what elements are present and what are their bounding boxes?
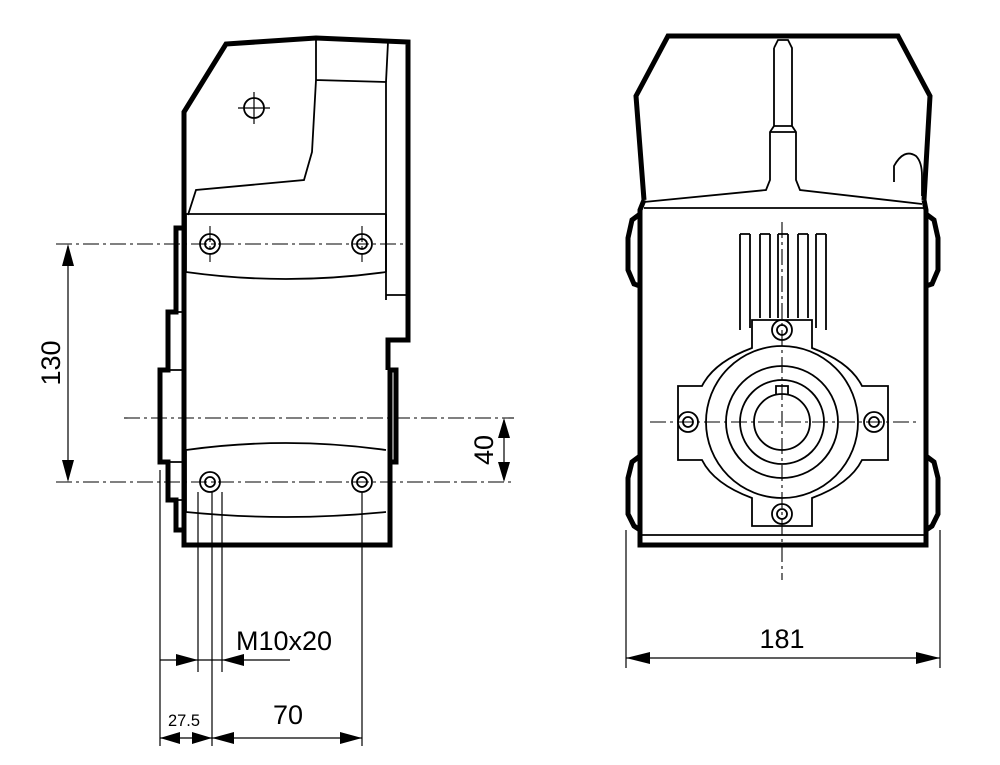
front-left-ear (625, 212, 642, 289)
dim-27-5-label: 27.5 (168, 711, 200, 730)
dim-70-label: 70 (273, 700, 303, 730)
front-breather (643, 39, 923, 205)
front-dimensions: 181 (625, 530, 941, 668)
front-cooling-fins (739, 233, 827, 330)
side-top-inner (187, 38, 387, 300)
side-lower-flange (185, 442, 387, 518)
front-oil-plug (893, 152, 923, 196)
front-main-body (637, 199, 929, 548)
side-right-collar (390, 367, 399, 465)
front-output-flange (677, 319, 889, 527)
side-left-collar (157, 225, 184, 533)
side-top-housing (181, 35, 411, 370)
dim-40-label: 40 (469, 435, 499, 465)
front-top-housing (633, 33, 933, 201)
side-main-body (181, 218, 393, 548)
dim-m10x20-label: M10x20 (236, 626, 332, 656)
side-dimensions: 130 40 M10x20 27.5 70 (36, 244, 510, 746)
dim-181-label: 181 (759, 624, 804, 654)
front-right-ear (924, 212, 941, 289)
front-view (625, 33, 941, 580)
side-top-mount-hole (238, 92, 270, 124)
side-view (56, 35, 514, 548)
dim-130-label: 130 (36, 340, 66, 385)
side-upper-flange (185, 213, 387, 280)
